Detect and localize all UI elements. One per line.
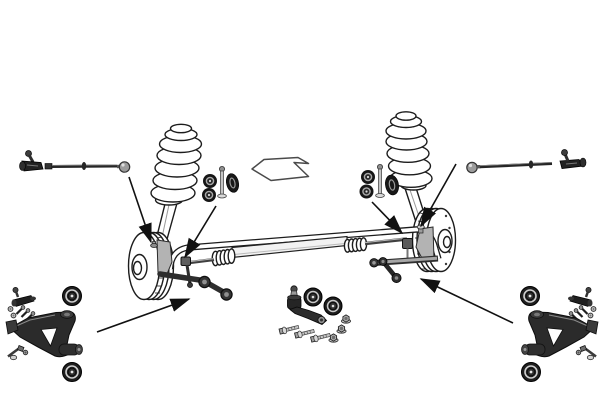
- stabilizer-clamp-right: [402, 238, 413, 249]
- arrow-left-stabilizer-kit: [184, 205, 217, 259]
- pointer-arrows-layer: [96, 163, 514, 333]
- tie-rod-shaft-right: [479, 162, 553, 169]
- tie-rod-assembly-right: [466, 149, 587, 174]
- arrow-right-stabilizer-kit: [371, 201, 404, 235]
- direction-chevron: [251, 156, 310, 182]
- axial-joint-left: [118, 161, 131, 173]
- control-arm-on-axle-left: [157, 271, 233, 301]
- inner-tie-rod-right: [364, 237, 408, 246]
- pinch-bolt-right: [575, 345, 597, 361]
- arrow-right-control-arm: [419, 278, 514, 324]
- wishbone-left: [5, 310, 83, 358]
- ball-joint-bushing-kit: [278, 285, 352, 343]
- rack-bellows-right: [343, 237, 368, 253]
- stabilizer-bushing-kit-right: [359, 163, 399, 199]
- coil-spring-strut-left: [150, 123, 203, 251]
- arrow-right-tie-rod: [420, 163, 457, 228]
- link-bushing-right: [385, 174, 399, 196]
- kit-bushing-2: [323, 296, 343, 316]
- control-arm-kit-right: [520, 286, 599, 382]
- axial-joint-right: [466, 161, 478, 174]
- kit-bushing-1: [303, 287, 323, 307]
- wishbone-right: [521, 310, 599, 358]
- arm-bushing-bottom-left: [62, 362, 82, 382]
- brake-disc-left: [127, 231, 175, 301]
- kit-bolts: [278, 324, 331, 343]
- ball-joint: [287, 285, 328, 326]
- mini-tie-rod-end-left: [11, 287, 36, 307]
- arm-bushing-top-right: [520, 286, 540, 306]
- stabilizer-clamp-left: [180, 256, 191, 266]
- control-arm-on-axle-right: [369, 255, 439, 283]
- link-bushing-left: [226, 173, 239, 193]
- pinch-bolt-left: [7, 345, 29, 361]
- arm-bushing-top-left: [62, 286, 82, 306]
- small-bolts-left: [7, 305, 36, 321]
- tie-rod-assembly-left: [19, 150, 131, 173]
- mini-tie-rod-end-right: [568, 287, 593, 307]
- arrow-left-control-arm: [96, 298, 191, 333]
- arrow-left-tie-rod: [128, 176, 152, 244]
- flange-nuts: [328, 314, 352, 343]
- control-arm-kit-left: [5, 286, 83, 382]
- ball-stud-right: [561, 149, 568, 156]
- rack-bellows-left: [211, 248, 236, 267]
- steering-rack: [185, 235, 408, 267]
- stabilizer-bushing-kit-left: [202, 165, 239, 202]
- arm-bushing-bottom-right: [521, 362, 541, 382]
